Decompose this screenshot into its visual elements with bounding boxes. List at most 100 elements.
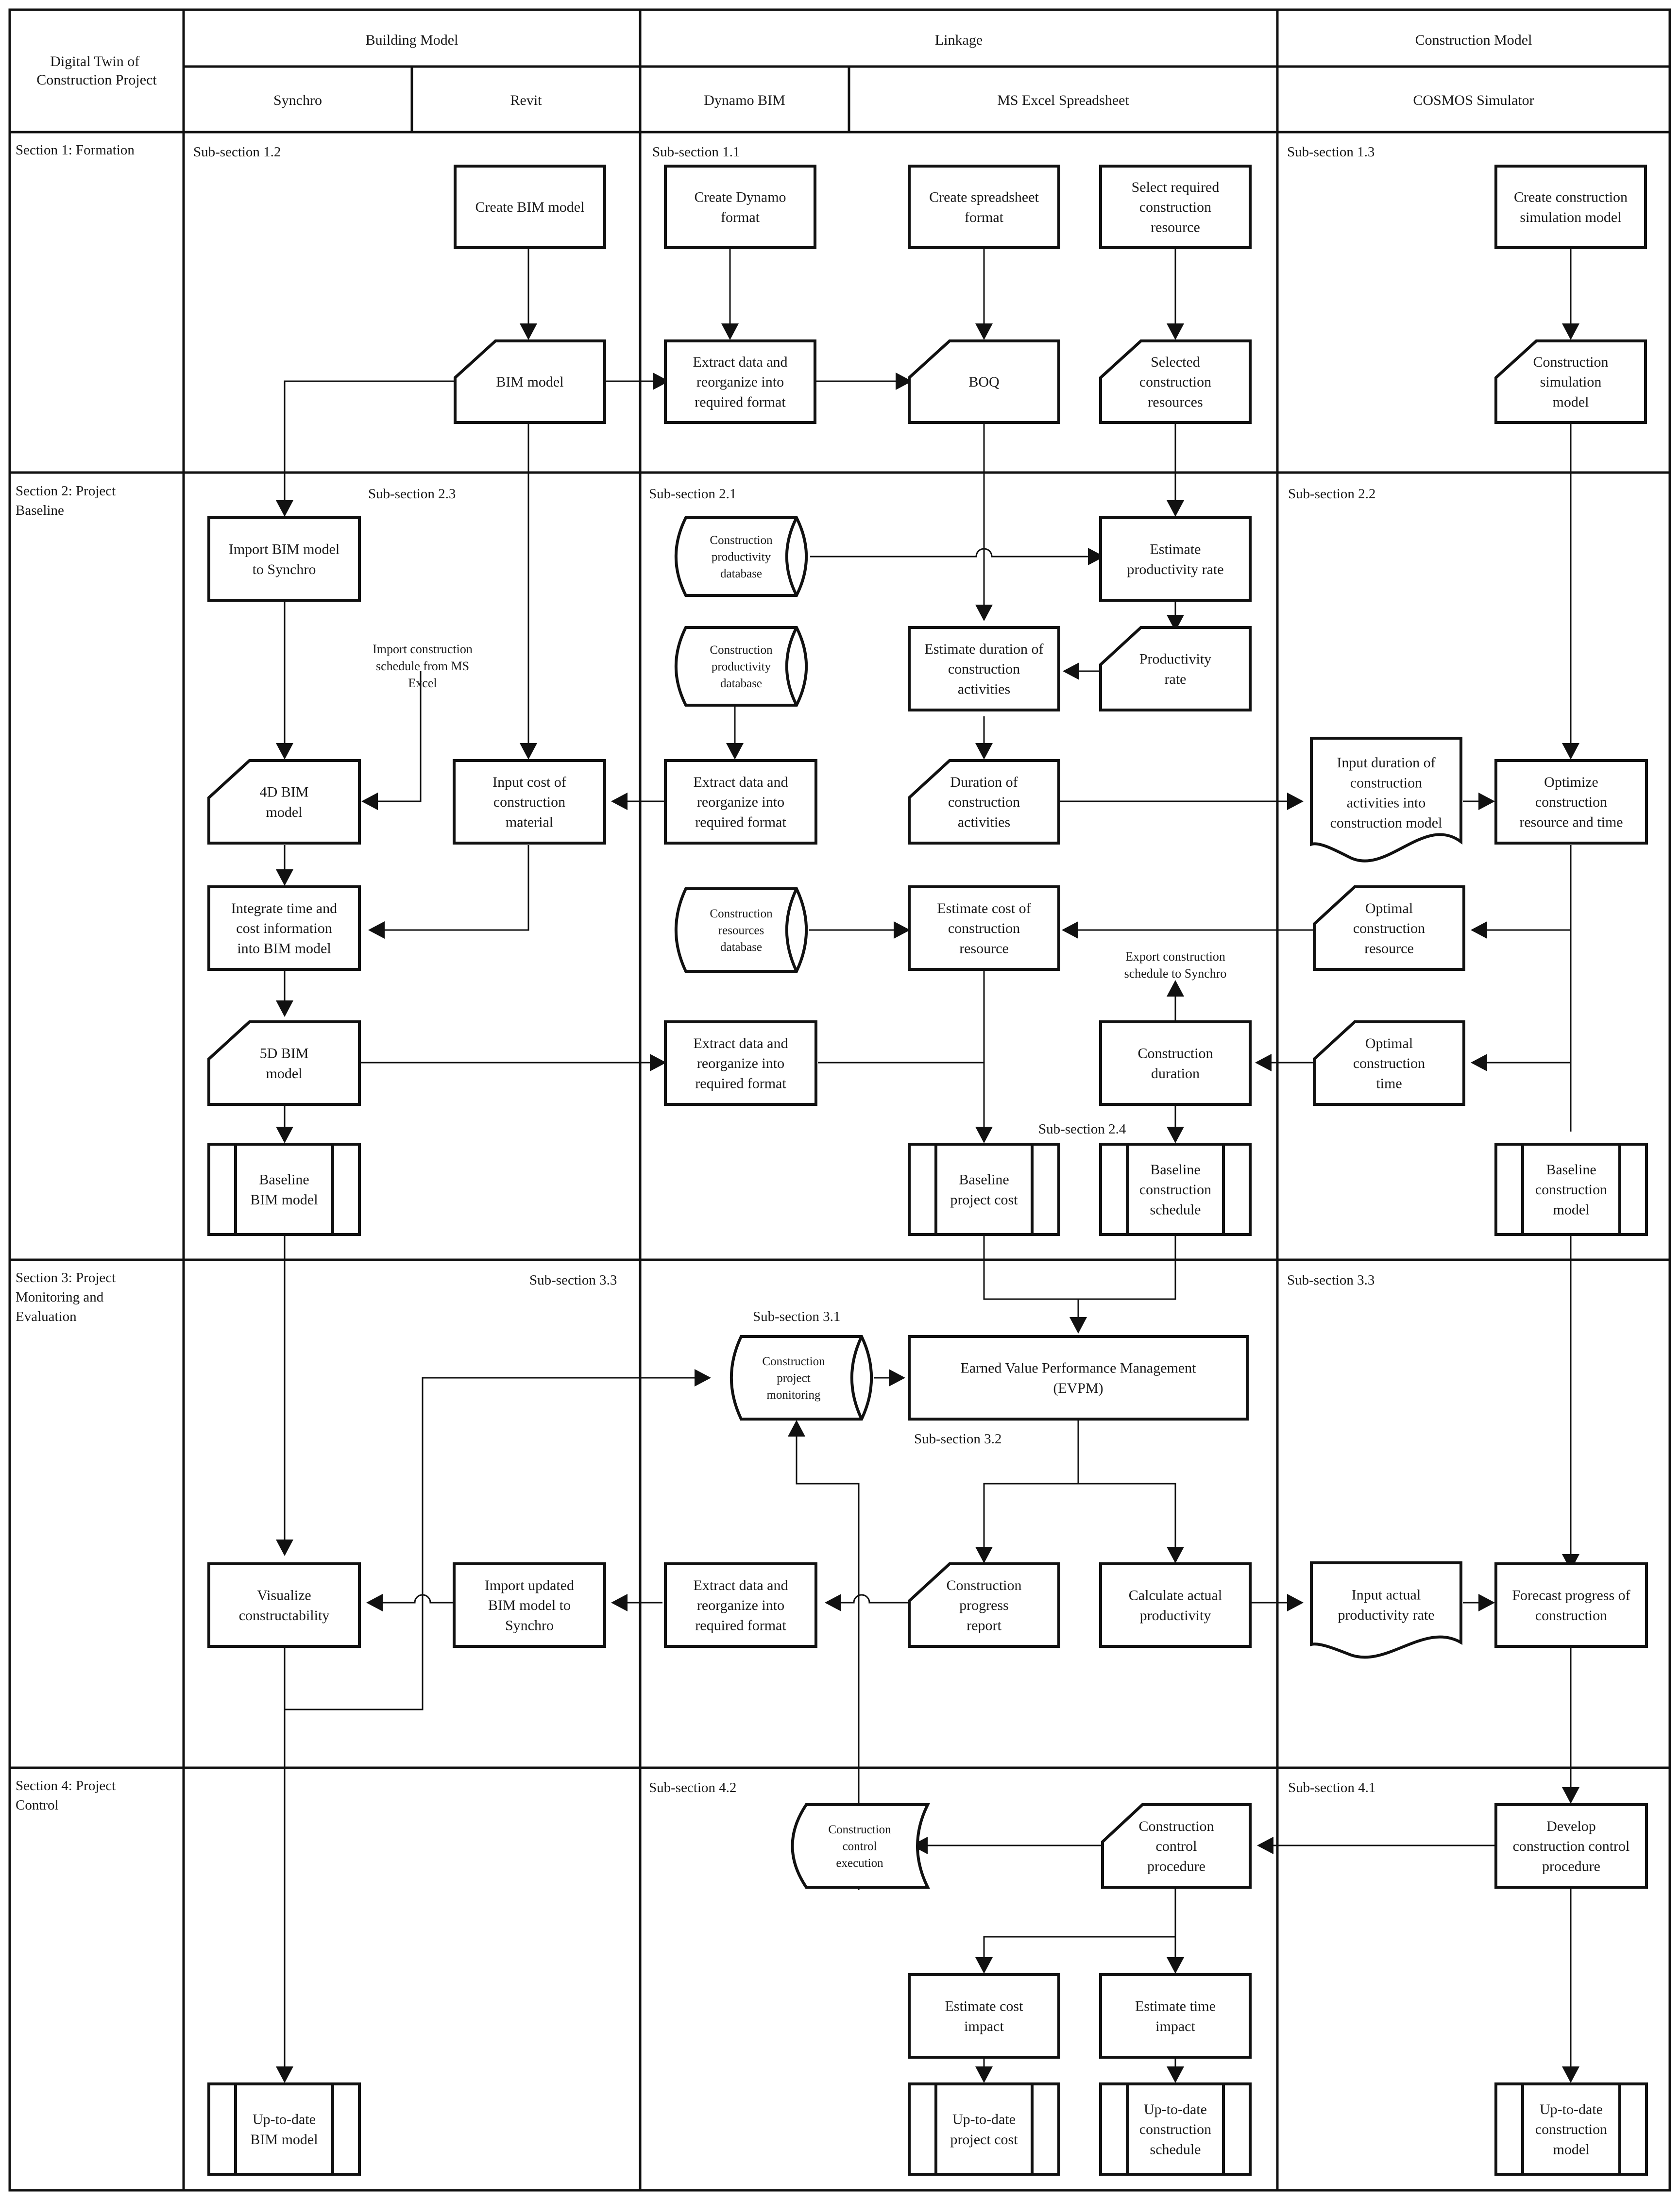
connectors bbox=[284, 249, 1572, 2071]
node-bim-model: BIM model bbox=[454, 339, 606, 424]
tool-cosmos: COSMOS Simulator bbox=[1413, 92, 1534, 108]
data-shape bbox=[1099, 626, 1252, 711]
arrowhead bbox=[520, 743, 537, 760]
flow-arrow bbox=[983, 1419, 1079, 1552]
arrowhead bbox=[276, 743, 293, 760]
arrowhead bbox=[1167, 615, 1184, 631]
node-create-bim: Create BIM model bbox=[454, 165, 606, 249]
drum-edge bbox=[785, 888, 798, 972]
arrowhead bbox=[1167, 1547, 1184, 1563]
group-linkage: Linkage bbox=[935, 32, 983, 48]
flow-arrow bbox=[836, 1594, 908, 1604]
rect-shape bbox=[664, 165, 816, 249]
arrowhead bbox=[1088, 548, 1104, 565]
doc-shape bbox=[1310, 737, 1462, 863]
node-label: BIM model bbox=[496, 374, 563, 390]
rect-shape bbox=[1494, 165, 1647, 249]
arrowhead bbox=[975, 2066, 993, 2083]
tool-synchro: Synchro bbox=[273, 92, 322, 108]
flow-arrow bbox=[373, 671, 422, 802]
group-building-model: Building Model bbox=[366, 32, 458, 48]
arrowhead bbox=[1562, 743, 1579, 760]
section-2-label: Section 2: Project Baseline bbox=[16, 483, 119, 518]
arrowhead bbox=[1167, 2066, 1184, 2083]
arrowhead bbox=[721, 323, 739, 340]
arrowhead bbox=[975, 605, 993, 621]
arrowhead bbox=[911, 1837, 928, 1854]
arrowhead bbox=[825, 1594, 841, 1611]
subsection-label: Sub-section 3.3 bbox=[1287, 1272, 1375, 1288]
data-shape bbox=[1099, 339, 1252, 424]
arrowhead bbox=[276, 500, 293, 517]
flow-arrow bbox=[378, 1594, 455, 1604]
rect-shape bbox=[453, 1562, 606, 1648]
arrowhead bbox=[611, 1594, 628, 1611]
arrowhead bbox=[520, 323, 537, 340]
arrowhead bbox=[276, 869, 293, 886]
flow-arrow bbox=[796, 1433, 860, 1890]
rect-shape bbox=[908, 626, 1060, 711]
rect-shape bbox=[664, 339, 816, 424]
outer-frame bbox=[8, 8, 1671, 2192]
flow-arrow bbox=[983, 1888, 1176, 1962]
arrowhead bbox=[1471, 1054, 1487, 1071]
swimlane-grid bbox=[8, 8, 1671, 2192]
arrowhead bbox=[896, 372, 912, 390]
flow-arrow bbox=[1078, 1483, 1176, 1552]
arrowhead bbox=[653, 372, 669, 390]
predef-shape bbox=[207, 2082, 361, 2176]
rect-shape bbox=[908, 1973, 1060, 2059]
doc-shape bbox=[1310, 1561, 1462, 1659]
arrowhead bbox=[889, 1369, 905, 1387]
arrowhead bbox=[361, 793, 378, 810]
arrowhead bbox=[1562, 1787, 1579, 1804]
arrowhead bbox=[1167, 980, 1184, 997]
rect-shape bbox=[1099, 1020, 1252, 1106]
group-construction-model: Construction Model bbox=[1415, 32, 1532, 48]
data-shape bbox=[1101, 1803, 1252, 1889]
arrowhead bbox=[366, 1594, 383, 1611]
predef-shape bbox=[1494, 1143, 1648, 1236]
subsection-label: Sub-section 2.1 bbox=[649, 486, 736, 502]
arrowhead bbox=[368, 921, 385, 939]
subsection-label: Sub-section 2.3 bbox=[368, 486, 456, 502]
node-label: Create BIM model bbox=[475, 199, 585, 215]
arrowhead bbox=[1478, 793, 1495, 810]
